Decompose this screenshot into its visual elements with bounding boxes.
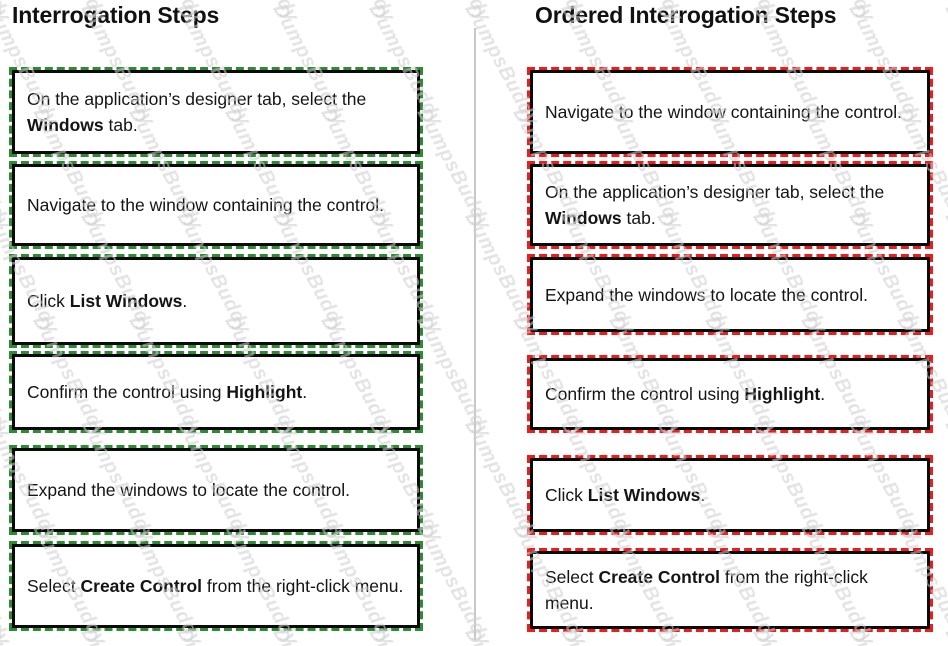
- step-text: Navigate to the window containing the co…: [27, 195, 385, 215]
- step-box-frame: Select Create Control from the right-cli…: [530, 551, 930, 629]
- step-box[interactable]: Select Create Control from the right-cli…: [527, 548, 933, 632]
- step-box-frame: Navigate to the window containing the co…: [12, 164, 420, 246]
- step-box-accent-border: [527, 161, 933, 249]
- ordered-interrogation-steps-column: Ordered Interrogation Steps Navigate to …: [474, 0, 948, 646]
- step-box-accent-border: [9, 445, 423, 535]
- step-box-frame: Confirm the control using Highlight.: [530, 358, 930, 430]
- step-box-accent-border: [9, 254, 423, 348]
- step-box-frame: Confirm the control using Highlight.: [12, 354, 420, 430]
- step-box[interactable]: Select Create Control from the right-cli…: [9, 541, 423, 631]
- step-text: Expand the windows to locate the control…: [545, 284, 868, 305]
- step-box-accent-border: [9, 351, 423, 433]
- step-box[interactable]: On the application’s designer tab, selec…: [9, 67, 423, 157]
- step-box-accent-border: [527, 254, 933, 335]
- step-box-accent-border: [527, 355, 933, 433]
- step-box[interactable]: Navigate to the window containing the co…: [9, 161, 423, 249]
- step-text: Select Create Control from the right-cli…: [545, 567, 868, 613]
- step-text: Confirm the control using Highlight.: [545, 384, 826, 404]
- step-box[interactable]: Expand the windows to locate the control…: [9, 445, 423, 535]
- step-text: Click List Windows.: [27, 291, 188, 311]
- step-box-accent-border: [9, 541, 423, 631]
- right-column-title: Ordered Interrogation Steps: [535, 2, 837, 28]
- step-box-frame: Navigate to the window containing the co…: [530, 70, 930, 154]
- step-box-accent-border: [527, 548, 933, 632]
- step-box-accent-border: [9, 161, 423, 249]
- step-box[interactable]: Expand the windows to locate the control…: [527, 254, 933, 335]
- step-box[interactable]: Navigate to the window containing the co…: [527, 67, 933, 157]
- step-box[interactable]: Confirm the control using Highlight.: [9, 351, 423, 433]
- step-text: Navigate to the window containing the co…: [545, 102, 903, 122]
- step-text: Confirm the control using Highlight.: [27, 382, 308, 402]
- column-divider: [474, 28, 476, 640]
- step-box-frame: Click List Windows.: [12, 257, 420, 345]
- step-text: On the application’s designer tab, selec…: [545, 182, 885, 228]
- step-box[interactable]: On the application’s designer tab, selec…: [527, 161, 933, 249]
- step-box-accent-border: [527, 455, 933, 535]
- step-text: Expand the windows to locate the control…: [27, 480, 350, 500]
- step-box[interactable]: Click List Windows.: [527, 455, 933, 535]
- step-text: On the application’s designer tab, selec…: [27, 89, 367, 135]
- left-column-title: Interrogation Steps: [12, 2, 220, 28]
- step-box-accent-border: [527, 67, 933, 157]
- step-text: Click List Windows.: [545, 485, 706, 505]
- step-box-frame: Select Create Control from the right-cli…: [12, 544, 420, 628]
- step-box-frame: Click List Windows.: [530, 458, 930, 532]
- step-box-frame: Expand the windows to locate the control…: [530, 257, 930, 332]
- step-box-accent-border: [9, 67, 423, 157]
- step-box[interactable]: Confirm the control using Highlight.: [527, 355, 933, 433]
- step-text: Select Create Control from the right-cli…: [27, 576, 404, 596]
- step-box-frame: Expand the windows to locate the control…: [12, 448, 420, 532]
- step-box[interactable]: Click List Windows.: [9, 254, 423, 348]
- step-box-frame: On the application’s designer tab, selec…: [12, 70, 420, 154]
- interrogation-steps-column: Interrogation Steps On the application’s…: [9, 2, 423, 631]
- step-box-frame: On the application’s designer tab, selec…: [530, 164, 930, 246]
